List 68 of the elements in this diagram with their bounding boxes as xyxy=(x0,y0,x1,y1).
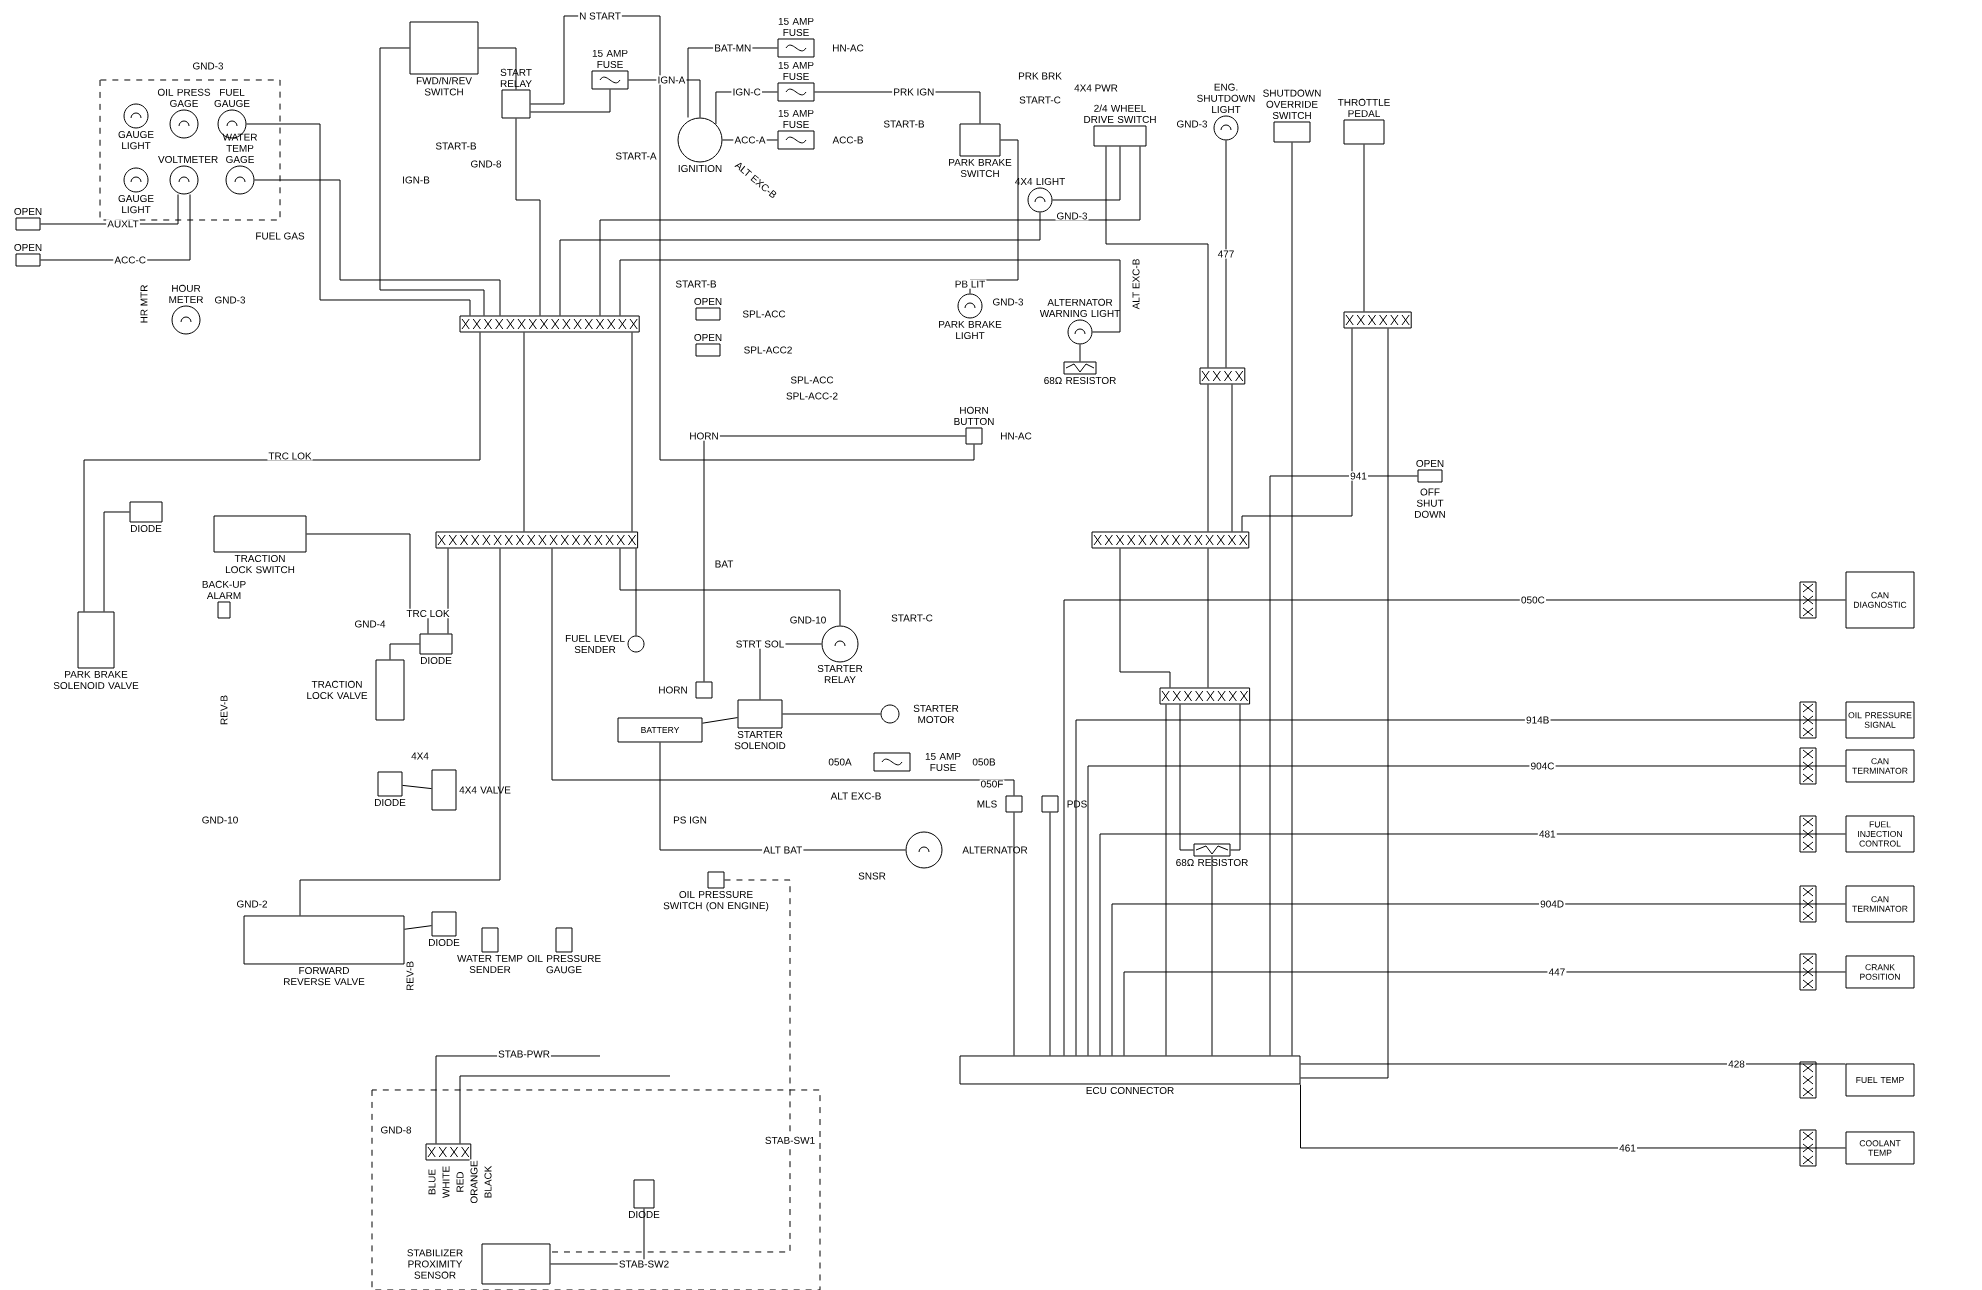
wire xyxy=(1300,1084,1846,1149)
wire xyxy=(1291,142,1293,1056)
wire xyxy=(1179,704,1194,851)
wire xyxy=(1300,1063,1846,1065)
wire xyxy=(1105,146,1209,368)
wire xyxy=(969,139,1019,294)
terminal-strip xyxy=(1091,531,1250,549)
wire xyxy=(659,742,906,851)
terminal-strip xyxy=(425,1143,472,1161)
wire xyxy=(1225,140,1227,368)
wire xyxy=(1119,548,1171,688)
wire xyxy=(715,91,778,125)
wire xyxy=(687,47,778,118)
wire xyxy=(551,548,1015,796)
wire xyxy=(619,259,1121,333)
wire xyxy=(1241,328,1353,532)
wire xyxy=(559,212,1041,316)
wire xyxy=(83,332,481,612)
wire xyxy=(459,1075,671,1144)
wire xyxy=(40,194,191,261)
wire xyxy=(1049,812,1051,1056)
wire xyxy=(515,118,541,316)
wire xyxy=(404,925,432,930)
wire xyxy=(523,332,525,532)
wire xyxy=(1230,704,1241,851)
wire xyxy=(402,784,432,790)
wire xyxy=(619,548,841,626)
wire xyxy=(1207,384,1209,532)
wire xyxy=(254,179,501,316)
wire xyxy=(1123,971,1846,1056)
wire xyxy=(299,548,501,916)
wire xyxy=(1165,704,1167,1056)
wire xyxy=(530,15,975,461)
terminal-strip xyxy=(1199,367,1246,385)
wire xyxy=(635,548,637,636)
wire xyxy=(631,332,633,532)
wire xyxy=(550,879,791,1253)
wire xyxy=(1052,146,1121,201)
terminal-strip xyxy=(1343,311,1412,329)
wire xyxy=(389,643,420,660)
wire xyxy=(103,511,130,612)
wire xyxy=(702,717,738,724)
wire xyxy=(599,146,1141,316)
wire xyxy=(1063,599,1846,1056)
wire xyxy=(530,89,611,113)
terminal-strip xyxy=(1159,687,1251,705)
wire xyxy=(246,123,471,316)
wire xyxy=(306,533,429,634)
wire xyxy=(478,47,517,90)
wire xyxy=(1269,475,1418,1056)
wire xyxy=(1363,144,1365,312)
terminal-strip xyxy=(459,315,640,333)
wire xyxy=(40,194,179,225)
wire xyxy=(447,548,449,634)
wire xyxy=(782,713,881,715)
wire xyxy=(1207,548,1209,688)
terminal-strip xyxy=(435,531,639,549)
wire xyxy=(1099,833,1846,1056)
wire xyxy=(379,47,485,316)
wire xyxy=(628,79,701,118)
wire xyxy=(1300,328,1389,1079)
wire xyxy=(1231,384,1233,532)
wire xyxy=(1079,344,1081,362)
wire xyxy=(1111,903,1846,1056)
wire xyxy=(1013,812,1015,1056)
wire xyxy=(814,91,981,124)
wire xyxy=(1211,856,1213,1056)
wire xyxy=(703,435,966,682)
